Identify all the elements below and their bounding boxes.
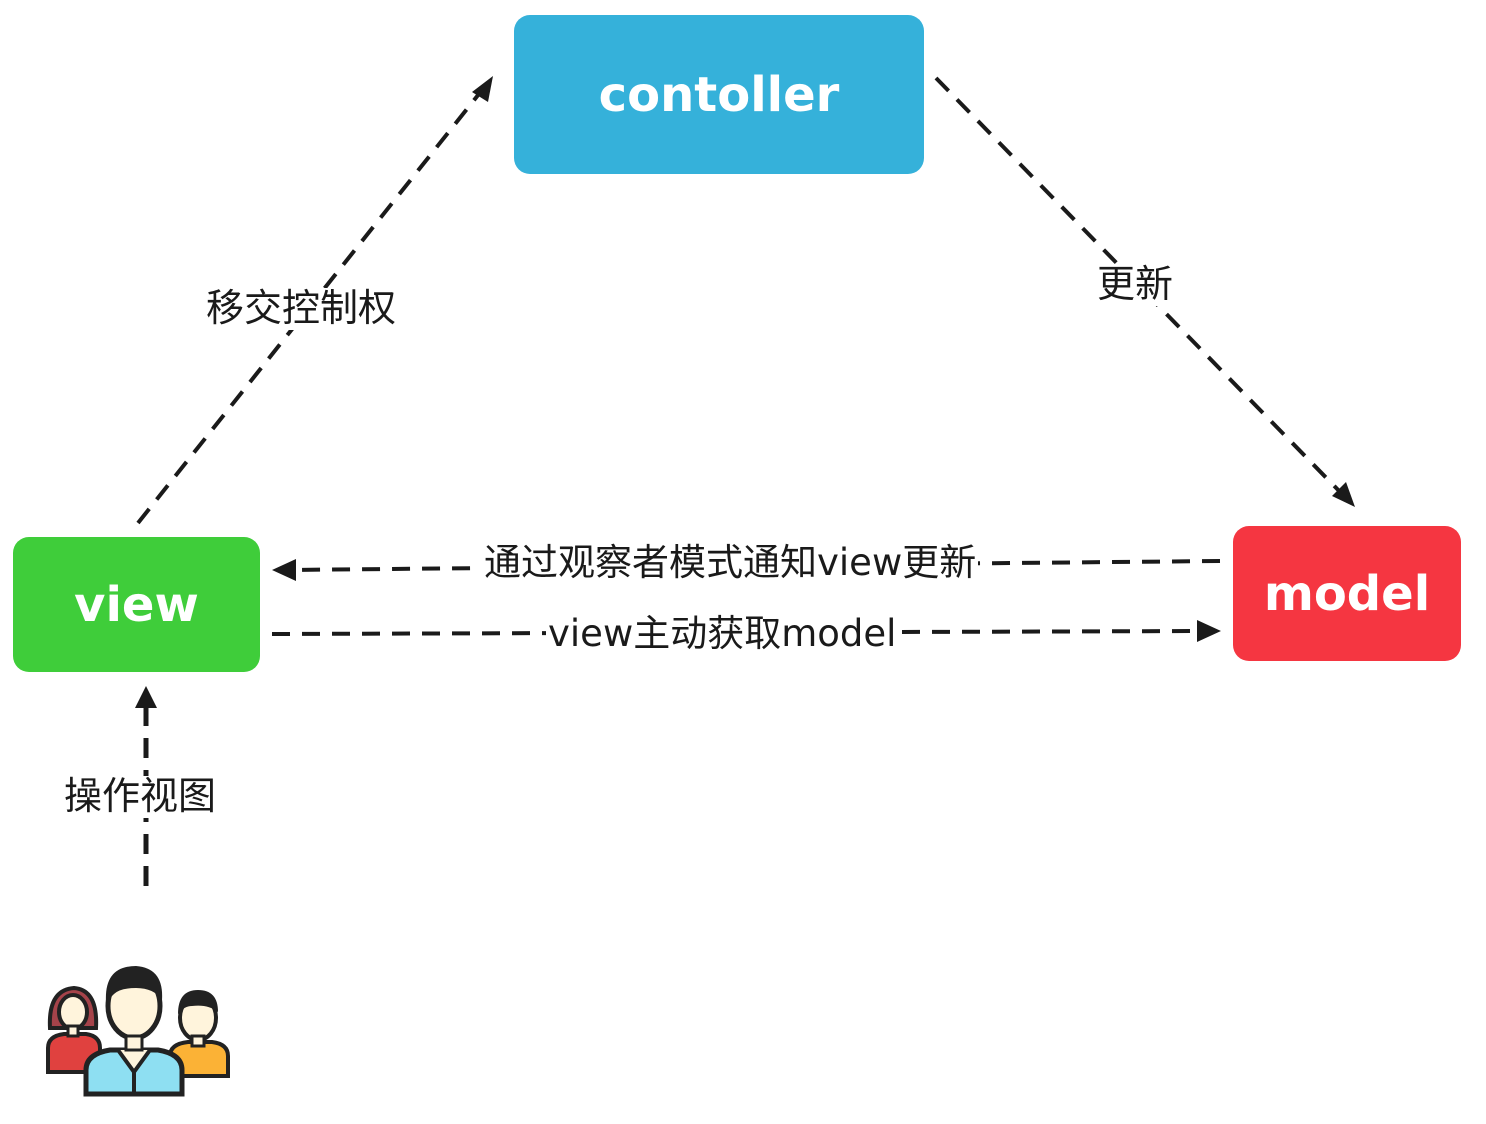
- edge-label-update: 更新: [1095, 262, 1176, 306]
- arrowhead-model-top: [1332, 482, 1355, 507]
- edge-view-to-model: [271, 629, 1209, 636]
- view-node[interactable]: view: [13, 537, 260, 672]
- edge-label-observer-notify: 通过观察者模式通知view更新: [482, 541, 979, 584]
- edge-label-view-fetch: view主动获取model: [546, 612, 899, 655]
- edge-label-operate-view: 操作视图: [62, 774, 219, 818]
- arrowhead-controller: [472, 76, 493, 102]
- edge-label-handover-control: 移交控制权: [204, 286, 399, 330]
- model-node[interactable]: model: [1233, 526, 1461, 661]
- arrowhead-view-bottom: [135, 686, 157, 708]
- arrowhead-model-left: [1197, 620, 1221, 642]
- arrowhead-view-right: [272, 559, 296, 581]
- user-man-right-icon: [168, 990, 230, 1078]
- controller-node[interactable]: contoller: [514, 15, 924, 174]
- edge-controller-to-model: [934, 76, 1347, 499]
- users-group-icon: [46, 966, 230, 1097]
- user-man-center-icon: [83, 966, 185, 1097]
